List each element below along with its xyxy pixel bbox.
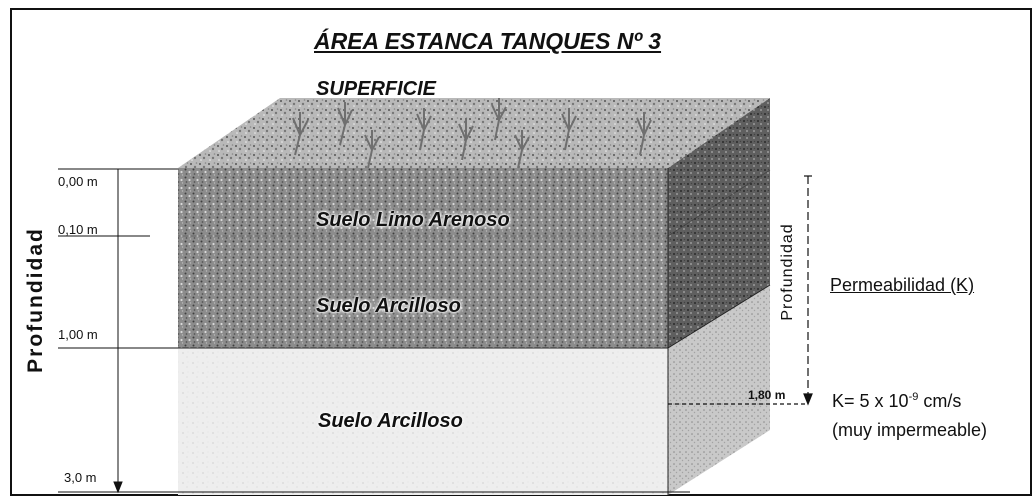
front-lower-layer bbox=[178, 348, 668, 495]
side-face-upper bbox=[668, 98, 770, 348]
surface-label: SUPERFICIE bbox=[316, 78, 437, 100]
side-depth-label: Profundidad bbox=[779, 223, 796, 321]
layer-label-arcilloso-lower: Suelo Arcilloso bbox=[318, 410, 463, 432]
depth-marker-3: 3,0 m bbox=[64, 470, 97, 485]
right-depth-scale bbox=[668, 175, 813, 406]
permeability-exponent: -9 bbox=[908, 391, 919, 403]
permeability-heading: Permeabilidad (K) bbox=[830, 275, 975, 295]
layer-label-limo-arenoso: Suelo Limo Arenoso bbox=[316, 209, 510, 231]
permeability-value: K= 5 x 10-9 cm/s bbox=[832, 391, 961, 412]
left-depth-scale bbox=[58, 168, 690, 494]
permeability-note: (muy impermeable) bbox=[832, 420, 988, 440]
side-face-lower bbox=[668, 285, 770, 495]
depth-axis-label: Profundidad bbox=[24, 227, 47, 373]
layer-label-arcilloso-upper: Suelo Arcilloso bbox=[316, 295, 461, 317]
depth-marker-2: 1,00 m bbox=[58, 327, 98, 342]
depth-marker-0: 0,00 m bbox=[58, 174, 98, 189]
plant-icons bbox=[292, 98, 652, 169]
permeability-value-prefix: K= 5 x 10 bbox=[832, 391, 909, 411]
depth-marker-1: 0,10 m bbox=[58, 222, 98, 237]
front-upper-layers bbox=[178, 168, 668, 348]
permeability-unit: cm/s bbox=[918, 391, 962, 411]
surface-top-face bbox=[178, 98, 770, 168]
diagram-title: ÁREA ESTANCA TANQUES Nº 3 bbox=[314, 28, 662, 54]
depth-marker-side: 1,80 m bbox=[748, 388, 786, 402]
